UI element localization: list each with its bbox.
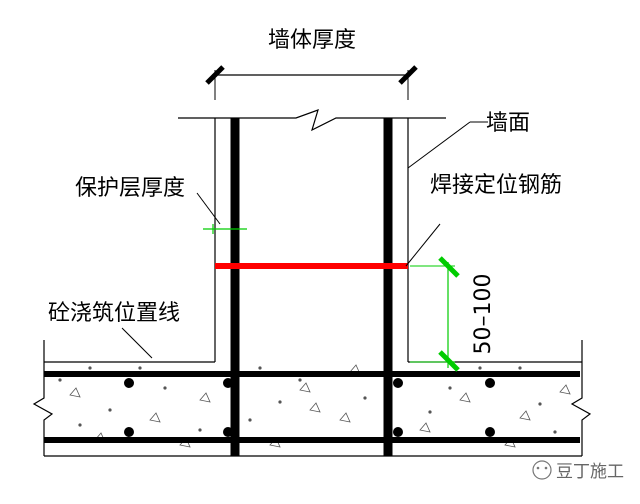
- tick-left: [205, 65, 225, 85]
- aggregate-speck: [538, 402, 542, 406]
- wall-thickness-dimension: [205, 65, 418, 100]
- wall-rebars: [230, 118, 393, 456]
- cover-thickness-label: 保护层厚度: [75, 176, 185, 201]
- aggregate-mark: [339, 412, 351, 423]
- rebar-dot: [124, 378, 134, 388]
- wechat-icon: [532, 460, 552, 480]
- wall-face-label: 墙面: [486, 111, 530, 136]
- aggregate-speck: [138, 366, 142, 370]
- rebar-dot: [393, 378, 403, 388]
- aggregate-speck: [198, 428, 202, 432]
- aggregate-speck: [58, 378, 62, 382]
- positioning-bar-leader: [405, 223, 441, 267]
- aggregate-mark: [419, 422, 431, 433]
- aggregate-speck: [448, 386, 452, 390]
- aggregate-speck: [248, 418, 252, 422]
- aggregate-mark: [199, 392, 211, 403]
- wall-face-leader: [407, 121, 488, 169]
- pour-line-label: 砼浇筑位置线: [48, 301, 180, 326]
- aggregate-speck: [163, 386, 167, 390]
- tick-bottom: [438, 350, 460, 372]
- slab-rebars: [44, 371, 580, 443]
- height-dimension: [410, 256, 460, 372]
- aggregate-mark: [309, 402, 321, 413]
- cover-thickness-marker: [203, 224, 247, 234]
- pour-line-leader: [121, 327, 153, 359]
- positioning-bar-label: 焊接定位钢筋: [430, 173, 562, 198]
- aggregate-speck: [478, 366, 482, 370]
- aggregate-speck: [88, 366, 92, 370]
- aggregate-speck: [428, 410, 432, 414]
- aggregate-speck: [553, 430, 557, 434]
- rebar-dot: [393, 427, 403, 437]
- aggregate-speck: [518, 366, 522, 370]
- aggregate-mark: [519, 410, 531, 421]
- aggregate-speck: [363, 396, 367, 400]
- aggregate-speck: [278, 400, 282, 404]
- tick-top: [438, 256, 460, 278]
- rebar-dot: [485, 378, 495, 388]
- tick-right: [398, 65, 418, 85]
- height-dimension-label: 50–100: [471, 274, 496, 355]
- wall-outline: [32, 109, 592, 457]
- watermark-text: 豆丁施工: [556, 462, 624, 482]
- aggregate-mark: [559, 384, 571, 395]
- wall-top-break-line: [178, 109, 446, 132]
- aggregate-speck: [78, 423, 82, 427]
- slab-rebar-dots: [124, 378, 495, 437]
- rebar-dot: [124, 427, 134, 437]
- rebar-dot: [485, 427, 495, 437]
- wall-thickness-label: 墙体厚度: [268, 28, 356, 53]
- aggregate-mark: [69, 387, 81, 398]
- aggregate-speck: [298, 378, 302, 382]
- slab-left-break: [32, 340, 54, 456]
- slab-right-break: [570, 340, 592, 456]
- aggregate-mark: [459, 392, 471, 403]
- aggregate-speck: [258, 366, 262, 370]
- cover-thickness-leader: [196, 192, 221, 225]
- aggregate-mark: [299, 382, 311, 393]
- aggregate-speck: [108, 408, 112, 412]
- watermark: 豆丁施工: [532, 460, 624, 482]
- aggregate-mark: [149, 412, 161, 423]
